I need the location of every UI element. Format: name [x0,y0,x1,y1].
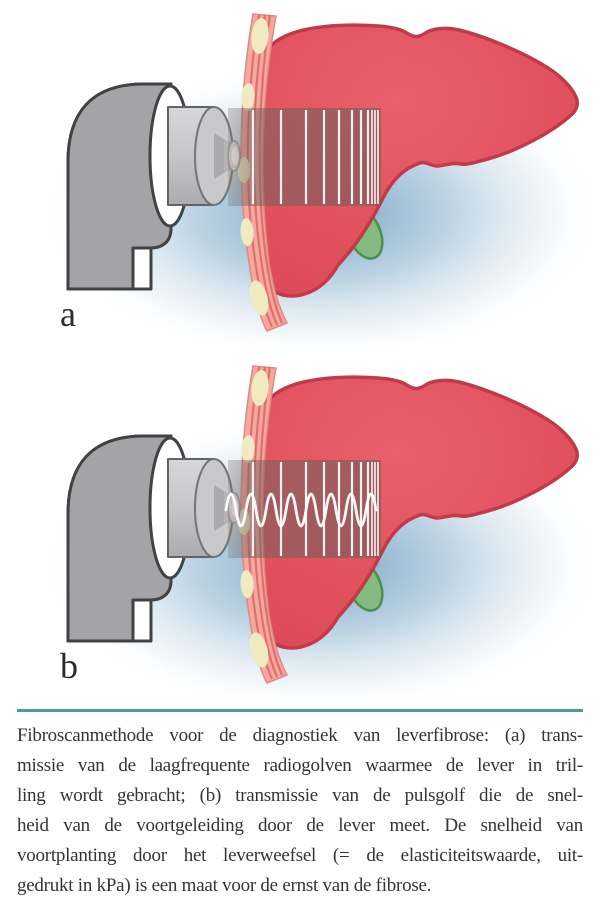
ultrasound-beam [224,460,381,558]
beam-pulse-lines [251,110,379,204]
beam-pulse-lines [251,462,379,556]
caption-paragraph: Fibroscanmethode voor de diagnostiek van… [17,721,583,901]
caption-line-3: ling wordt gebracht; (b) transmissie van… [17,785,583,806]
panel-label-a: a [60,294,76,334]
panel-label-b: b [60,646,78,686]
beam-band [228,460,381,558]
figure-caption: Fibroscanmethode voor de diagnostiek van… [17,709,583,901]
skin-layer [238,13,289,332]
caption-line-4: heid van de voortgeleiding door de lever… [17,815,583,836]
liver [248,23,580,298]
shear-wave [224,492,378,528]
caption-line-6: gedrukt in kPa) is een maat voor de erns… [17,875,432,896]
panel-a-illustration: a [39,13,600,345]
ultrasound-beam [228,108,381,206]
fibroscan-probe [66,434,241,643]
caption-line-2: missie van de laagfrequente radiogolven … [17,755,583,776]
probe-elbow-body [66,82,173,291]
panel-b-illustration: b [39,365,600,697]
beam-band [228,108,381,206]
fibroscan-probe [66,82,241,291]
probe-elbow-body [66,434,173,643]
liver [248,375,580,650]
caption-divider [17,709,583,712]
caption-line-5: voortplanting door het leverweefsel (= d… [17,845,583,866]
caption-line-1: Fibroscanmethode voor de diagnostiek van… [17,725,583,746]
